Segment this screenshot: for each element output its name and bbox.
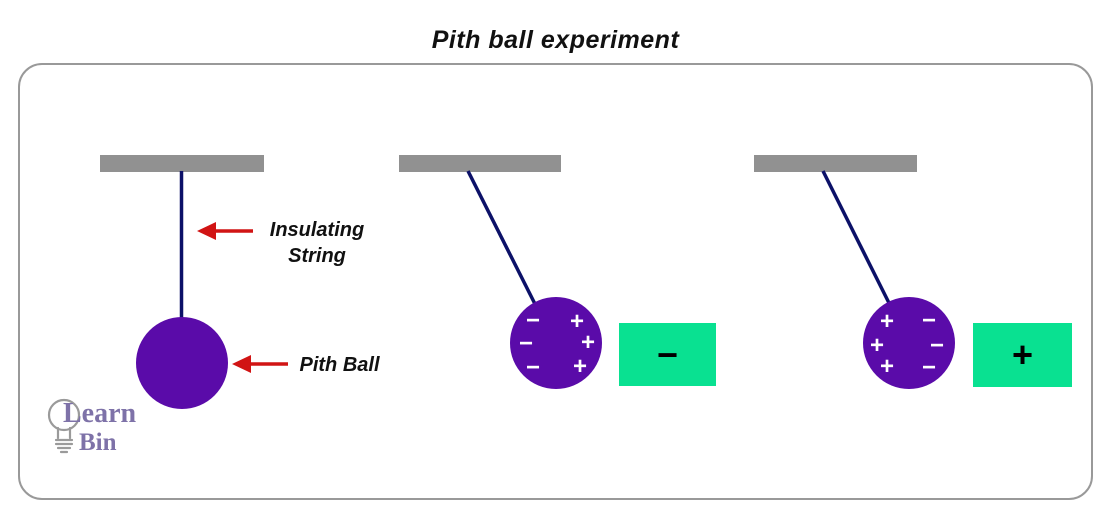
plate-charge-sign: +	[1011, 334, 1034, 375]
ball-charge-sign: −	[525, 307, 541, 335]
ball-charge-sign: −	[921, 307, 937, 335]
logo-text-bin: Bin	[79, 429, 117, 456]
pith-ball-label: Pith Ball	[292, 352, 387, 378]
ball-charge-sign: −	[525, 354, 541, 382]
ball-charge-sign: +	[879, 308, 895, 336]
pith-ball-near-negative-plate: − − − + + +	[510, 297, 602, 389]
ball-charge-sign: +	[879, 353, 895, 381]
diagram-frame	[18, 63, 1093, 500]
charged-plate-positive: +	[973, 323, 1072, 387]
logo-text-learn: Learn	[63, 398, 137, 429]
ball-charge-sign: +	[869, 332, 885, 360]
support-bar-2	[399, 155, 561, 172]
pith-ball-neutral	[136, 317, 228, 409]
pith-ball-label-text: Pith Ball	[299, 354, 380, 376]
insulating-string-label-line2: String	[288, 245, 346, 267]
lightbulb-icon	[47, 398, 81, 454]
insulating-string-label-line1: Insulating	[269, 219, 365, 241]
ball-charge-sign: +	[569, 308, 585, 336]
support-bar-3	[754, 155, 917, 172]
ball-charge-sign: +	[572, 353, 588, 381]
charged-plate-negative: −	[619, 323, 716, 386]
support-bar-1	[100, 155, 264, 172]
plate-charge-sign: −	[656, 333, 679, 375]
ball-charge-sign: −	[929, 332, 945, 360]
insulating-string-label: Insulating String	[252, 217, 382, 269]
learnbin-logo: Learn Bin	[46, 394, 166, 466]
pith-ball-near-positive-plate: + + + − − −	[863, 297, 955, 389]
ball-charge-sign: −	[518, 330, 534, 358]
ball-charge-sign: −	[921, 354, 937, 382]
ball-charge-sign: +	[580, 329, 596, 357]
diagram-title: Pith ball experiment	[431, 26, 680, 54]
